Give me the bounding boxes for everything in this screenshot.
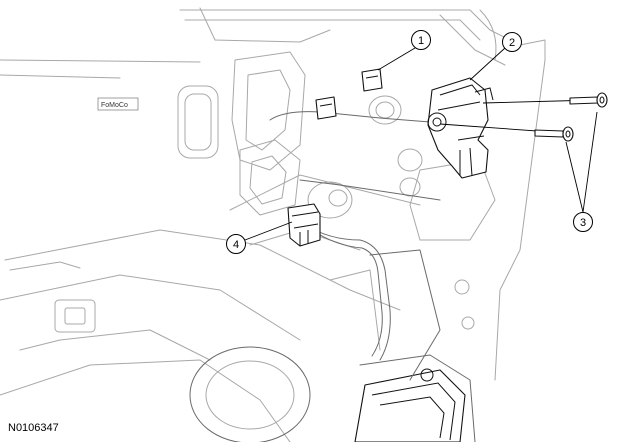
- latch-actuator: [427, 77, 494, 179]
- logo-text: FoMoCo: [101, 102, 128, 109]
- clip-part: [361, 68, 383, 92]
- callout-2-label: 2: [509, 37, 515, 49]
- callout-1: 1: [411, 30, 431, 50]
- callout-3-label: 3: [580, 217, 586, 229]
- electrical-connector: [287, 203, 321, 247]
- fomoco-logo: FoMoCo: [97, 97, 139, 111]
- callout-leaders: [244, 47, 598, 241]
- door-panel-cutouts: [54, 51, 496, 333]
- door-speaker-area: [189, 249, 476, 442]
- door-panel-outline: [0, 7, 546, 442]
- callout-3: 3: [573, 212, 593, 232]
- latch-screw-upper: [482, 92, 608, 108]
- clip-part-2: [315, 96, 337, 120]
- callout-4-label: 4: [233, 239, 239, 251]
- figure-id: N0106347: [8, 422, 59, 434]
- callout-4: 4: [226, 234, 246, 254]
- callout-2: 2: [502, 32, 522, 52]
- latch-screw-lower: [439, 123, 574, 142]
- callout-1-label: 1: [418, 35, 424, 47]
